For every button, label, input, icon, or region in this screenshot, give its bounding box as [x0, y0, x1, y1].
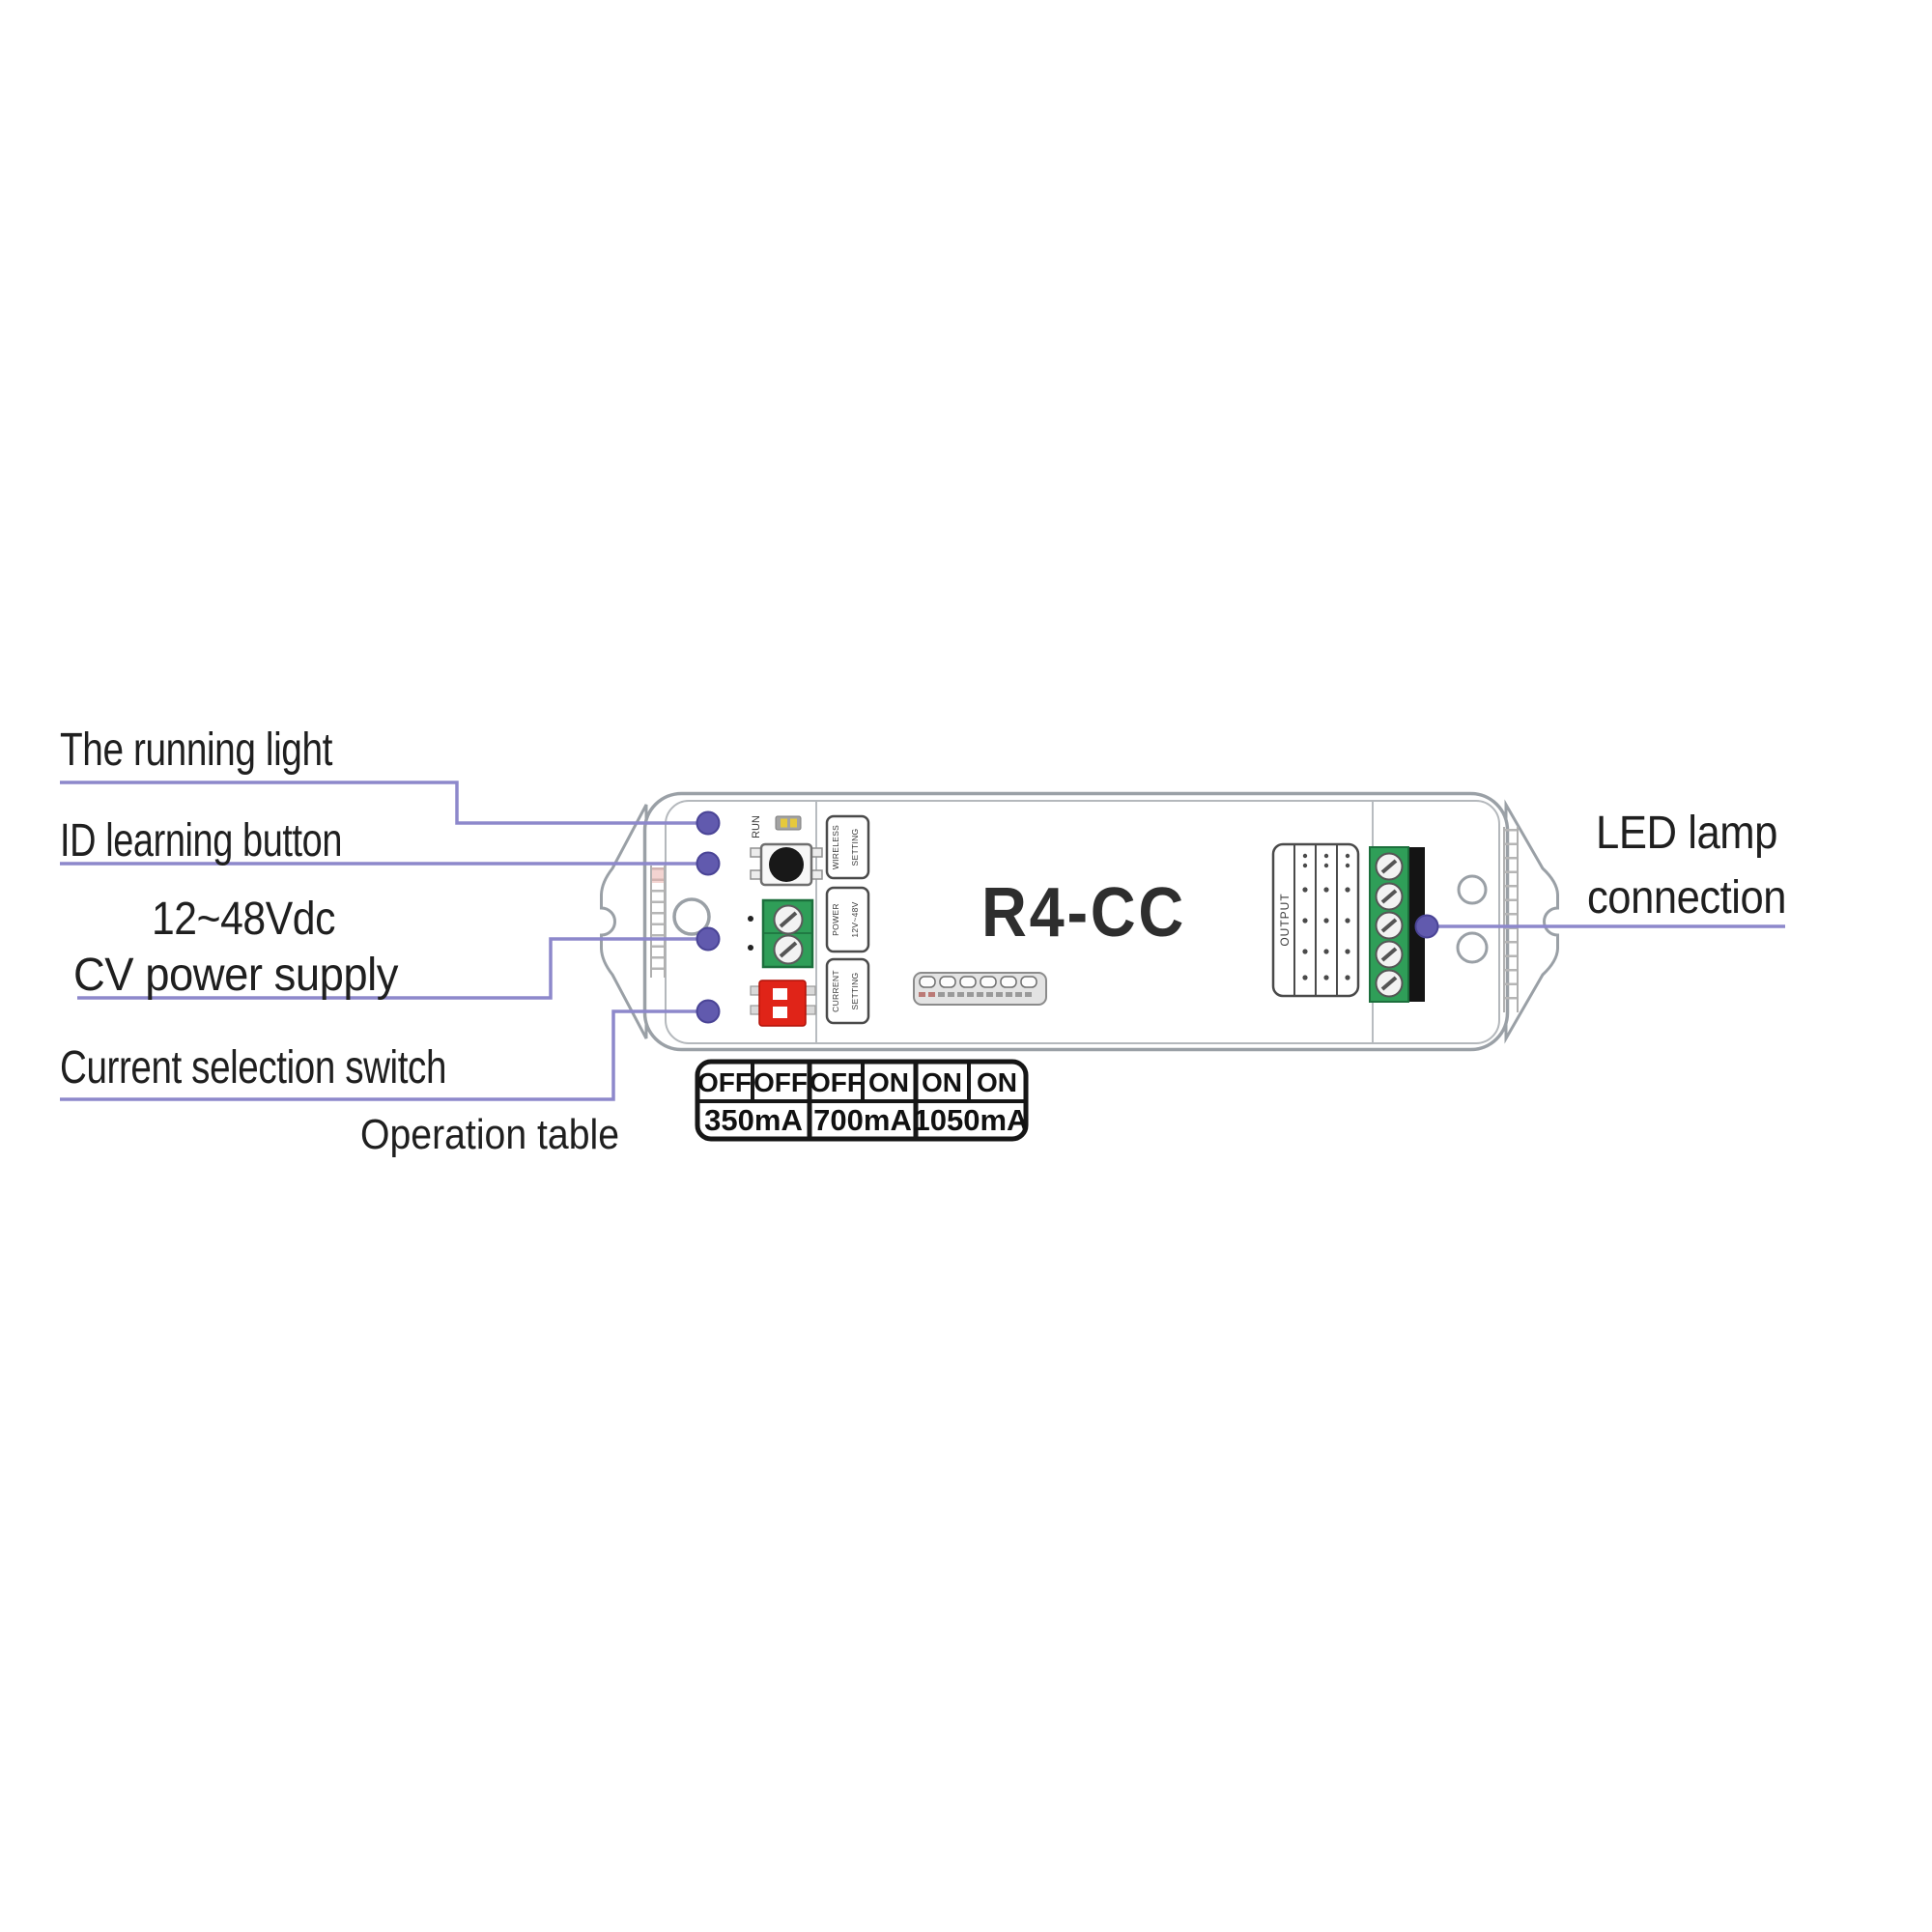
silkscreen-box-wireless: WIRELESS SETTING: [825, 814, 870, 880]
silk-wireless-line2: SETTING: [850, 829, 860, 867]
programming-header: [913, 972, 1047, 1006]
output-pinout-table: OUTPUT: [1271, 842, 1360, 998]
label-running-light: The running light: [60, 724, 332, 776]
label-led-lamp-line1: LED lamp: [1596, 808, 1777, 859]
label-id-learning-button: ID learning button: [60, 815, 342, 867]
op-switch-state-5: ON: [922, 1067, 962, 1097]
silk-power-line2: 12V~48V: [850, 901, 860, 937]
op-current-700: 700mA: [813, 1103, 912, 1137]
op-switch-state-2: OFF: [753, 1067, 808, 1097]
id-learning-button: [750, 842, 823, 887]
leader-running-light: [60, 781, 708, 825]
power-input-terminal: [761, 898, 814, 969]
op-current-350: 350mA: [704, 1103, 803, 1137]
anchor-dot-running-light: [696, 810, 721, 836]
op-switch-state-1: OFF: [697, 1067, 752, 1097]
component-area-left: RUN: [748, 814, 870, 1027]
anchor-dot-current-switch: [696, 999, 721, 1024]
current-selection-dip-switch: [750, 980, 816, 1027]
wire-hole-top: [1457, 874, 1488, 905]
left-rib-strip: [650, 866, 666, 978]
op-switch-state-3: OFF: [810, 1067, 864, 1097]
leader-power-supply: [77, 937, 708, 1000]
leader-lines: [60, 781, 1785, 1101]
leader-anchor-dots: [696, 810, 1439, 1024]
header-fine-print: [919, 992, 1032, 997]
anchor-dot-power-supply: [696, 926, 721, 952]
run-label: RUN: [751, 815, 762, 838]
polarity-dot-plus: [748, 916, 753, 922]
label-current-selection-switch: Current selection switch: [60, 1042, 446, 1094]
silk-current-line2: SETTING: [850, 973, 860, 1010]
leader-current-switch: [60, 1009, 708, 1101]
label-operation-table-caption: Operation table: [360, 1111, 619, 1158]
pinout-dots: [1302, 853, 1350, 980]
anchor-dot-id-learning: [696, 851, 721, 876]
op-current-1050: 1050mA: [914, 1103, 1029, 1137]
label-power-supply-line1: 12~48Vdc: [152, 894, 335, 945]
label-power-supply-line2: CV power supply: [73, 950, 398, 1001]
operation-table: OFF OFF OFF ON ON ON 350mA 700mA 1050mA: [695, 1059, 1029, 1142]
op-switch-state-4: ON: [868, 1067, 909, 1097]
silk-wireless-line1: WIRELESS: [831, 825, 840, 869]
output-label: OUTPUT: [1278, 893, 1292, 946]
right-rib-strip: [1503, 827, 1519, 1012]
right-mounting-flange: [1504, 799, 1559, 1044]
anchor-dot-led-lamp: [1414, 914, 1439, 939]
running-light-led: [775, 815, 802, 831]
wire-hole-bottom: [1456, 931, 1489, 964]
silkscreen-box-power: POWER 12V~48V: [825, 886, 870, 953]
silk-current-line1: CURRENT: [831, 970, 840, 1012]
polarity-dot-minus: [748, 945, 753, 951]
silkscreen-box-current: CURRENT SETTING: [825, 957, 870, 1025]
label-led-lamp-line2: connection: [1587, 872, 1786, 923]
op-switch-state-6: ON: [977, 1067, 1017, 1097]
model-label: R4-CC: [981, 874, 1186, 952]
silk-power-line1: POWER: [831, 903, 840, 936]
mounting-hole: [672, 897, 711, 936]
left-mounting-flange: [600, 804, 648, 1039]
